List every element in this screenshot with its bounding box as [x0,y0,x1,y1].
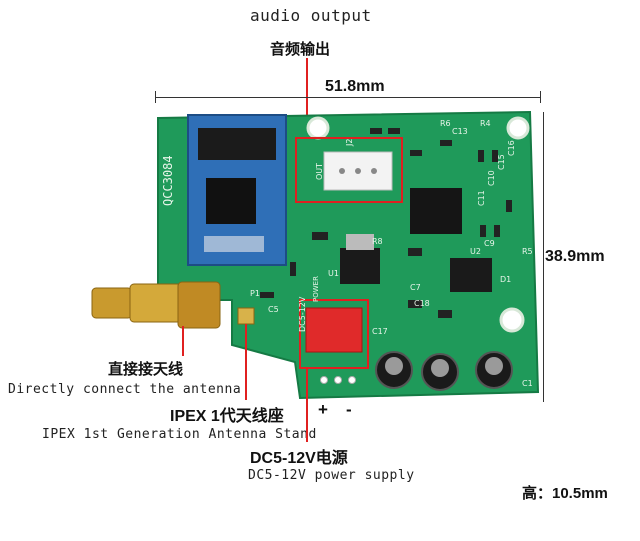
silk-c9: C9 [484,239,495,248]
audio-output-cn-label: 音频输出 [270,40,331,58]
plus-label: + [318,400,328,419]
regulator-tab [346,234,374,250]
power-cn-label: DC5-12V电源 [250,450,348,467]
power-pointer-line [306,368,308,442]
width-dimension: 51.8mm [325,78,385,95]
audio-pointer-line [306,58,308,148]
regulator-u1 [340,248,380,284]
silk-c1: C1 [522,379,533,388]
silk-power: POWER [312,276,320,302]
silk-r6: R6 [440,119,451,128]
antenna-cn-label: 直接接天线 [108,360,184,378]
power-highlight-box [299,299,369,369]
silk-c15: C15 [497,154,506,170]
silk-c11: C11 [477,190,486,206]
silk-c18: C18 [414,299,430,308]
silk-r5: R5 [522,247,533,256]
audio-output-label: audio output [250,6,372,25]
height-dimension: 38.9mm [545,248,605,265]
antenna-pointer-line [182,326,184,356]
silk-p1: P1 [250,289,260,298]
sma-connector-body [129,283,183,323]
ipex-cn-label: IPEX 1代天线座 [170,408,284,425]
silk-c7: C7 [410,283,421,292]
silk-u1: U1 [328,269,339,278]
regulator-u2 [450,258,492,292]
silk-c10: C10 [487,170,496,186]
silk-u2: U2 [470,247,481,256]
silk-out: OUT [315,163,324,180]
amplifier-ic [410,188,462,234]
power-jst-connector [305,307,363,353]
thickness-label: 高：10.5mm [522,485,608,502]
silk-r8: R8 [372,237,383,246]
width-tick-left [155,91,156,103]
antenna-en-label: Directly connect the antenna [8,382,242,397]
power-en-label: DC5-12V power supply [248,468,415,483]
ipex-socket [237,307,255,325]
mount-hole [499,307,525,333]
ipex-en-label: IPEX 1st Generation Antenna Stand [42,427,317,442]
mount-hole [306,116,330,140]
silk-c5: C5 [268,305,279,314]
minus-label: - [346,400,352,419]
silk-chip: QCC3084 [161,155,175,206]
silk-c16: C16 [507,140,516,156]
silk-d1: D1 [500,275,511,284]
mount-hole [506,116,530,140]
sma-connector-tip [91,287,133,319]
silk-c13: C13 [452,127,468,136]
audio-highlight-box [295,137,403,203]
sma-connector-elbow [177,281,221,329]
module-chip-main [206,178,256,224]
width-dimension-line [155,97,541,98]
module-chip-top [198,128,276,160]
module-logo [204,236,264,252]
silk-j2: J2 [345,139,354,147]
silk-r4: R4 [480,119,491,128]
height-dimension-line [543,112,544,402]
silk-c17: C17 [372,327,388,336]
width-tick-right [540,91,541,103]
silk-dc: DC5-12V [298,296,307,332]
ipex-pointer-line [245,324,247,400]
